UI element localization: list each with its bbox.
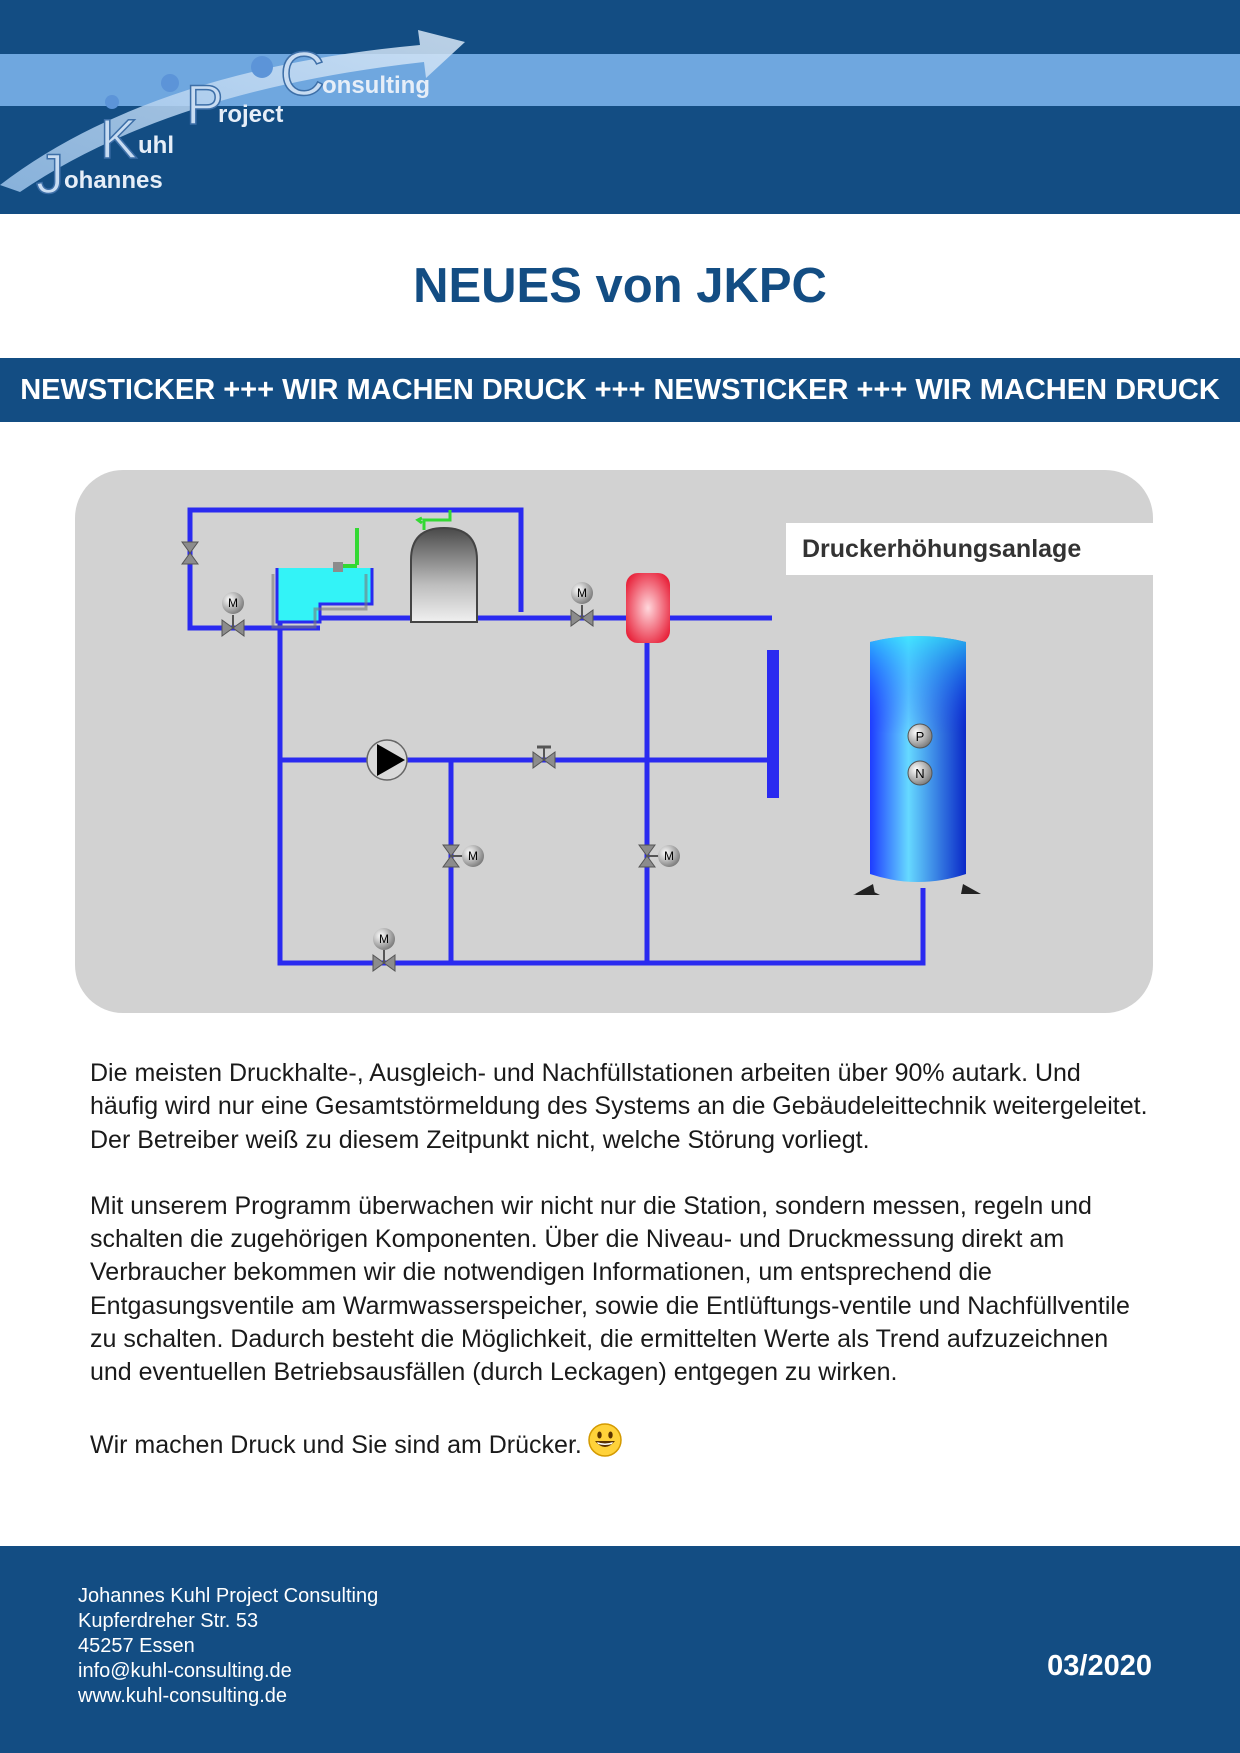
logo-letter-k: K [100,107,137,170]
svg-text:P: P [916,729,925,744]
closing-line: Wir machen Druck und Sie sind am Drücker… [90,1422,1150,1462]
motor-valve-5: M [372,928,396,972]
motor-valve-4: M [638,844,680,868]
footer-street: Kupferdreher Str. 53 [78,1610,259,1632]
pump-icon [366,739,408,781]
logo-letter-p: P [186,73,223,136]
header-banner: J ohannes K uhl P roject C onsulting [0,0,1240,214]
footer-company: Johannes Kuhl Project Consulting [78,1585,379,1607]
hand-valve-center [532,745,556,769]
svg-text:M: M [379,932,389,946]
footer-website-link[interactable]: www.kuhl-consulting.de [78,1685,287,1707]
motor-valve-2: M [570,582,594,627]
paragraph-1: Die meisten Druckhalte-, Ausgleich- und … [90,1059,1148,1154]
paragraph-2: Mit unserem Programm überwachen wir nich… [90,1191,1130,1387]
pressure-vessel [410,510,478,623]
logo-dot [251,56,273,78]
pressure-system-diagram: M M M M M [181,507,981,972]
logo-word-roject: roject [218,101,283,128]
diagram-label: Druckerhöhungsanlage [786,523,1153,575]
motor-valve-1: M [221,592,245,637]
diagram-panel: M M M M M [75,470,1153,1013]
logo-letter-j: J [36,142,64,205]
closing-text: Wir machen Druck und Sie sind am Drücker… [90,1430,582,1459]
svg-text:M: M [577,586,587,600]
logo-dot [161,74,179,92]
svg-text:M: M [468,849,478,863]
water-tank [271,528,374,629]
logo-swoosh-arrow [0,30,465,192]
logo-word-uhl: uhl [138,132,174,159]
storage-tank: P N [853,636,981,895]
sensor-n [907,760,933,786]
logo-word-ohannes: ohannes [64,167,163,194]
smiley-icon [588,1422,622,1457]
pipe-vessel-right [457,595,772,621]
vent-valve-top-left [181,541,199,565]
motor-valve-3: M [442,844,484,868]
issue-date: 03/2020 [1047,1650,1152,1682]
footer-city: 45257 Essen [78,1635,195,1657]
logo-word-onsulting: onsulting [322,72,430,99]
footer-email-link[interactable]: info@kuhl-consulting.de [78,1660,292,1682]
distributor-bar [767,650,779,798]
svg-text:M: M [664,849,674,863]
logo-letter-c: C [280,40,325,109]
pipe-vessel-down [277,595,926,966]
logo-dot [105,95,119,109]
news-ticker: NEWSTICKER +++ WIR MACHEN DRUCK +++ NEWS… [0,358,1240,422]
article-body: Die meisten Druckhalte-, Ausgleich- und … [90,1057,1150,1495]
svg-text:N: N [915,766,924,781]
heater-element [626,573,670,643]
svg-text:M: M [228,596,238,610]
footer-address: Johannes Kuhl Project Consulting Kupferd… [78,1584,378,1709]
footer: Johannes Kuhl Project Consulting Kupferd… [0,1546,1240,1753]
company-logo: J ohannes K uhl P roject C onsulting [0,30,465,206]
sensor-p [907,723,933,749]
page-title: NEUES von JKPC [413,259,827,313]
